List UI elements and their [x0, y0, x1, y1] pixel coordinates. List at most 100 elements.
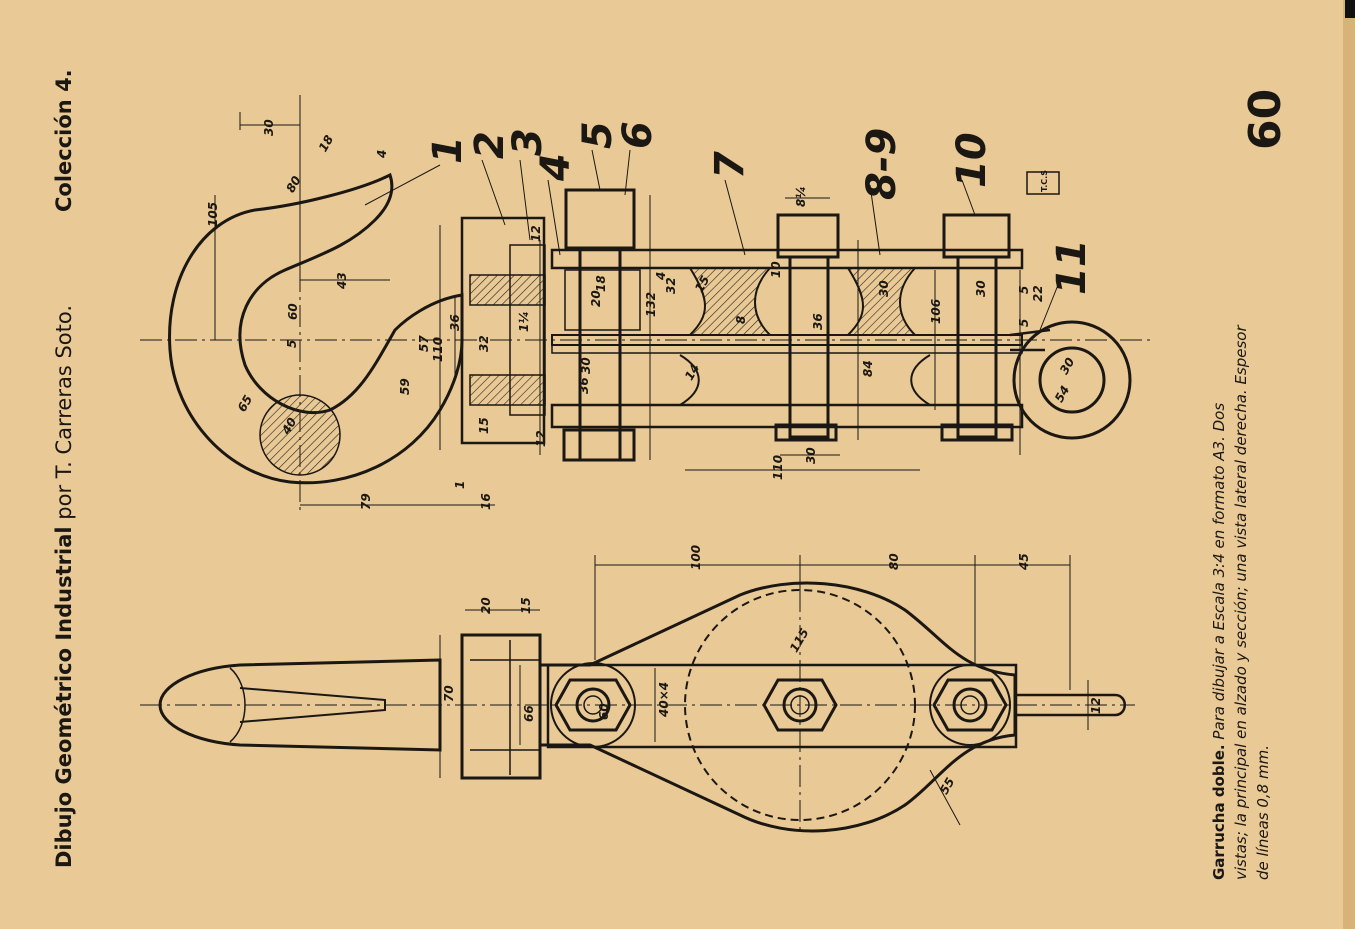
sheave-upper-right [845, 267, 918, 336]
part-number: 2 [467, 131, 513, 159]
corner-shadow [1345, 0, 1355, 18]
dimension-label: 32 [477, 335, 491, 352]
dimension-label: 80 [887, 553, 901, 570]
dimension-label: 59 [398, 378, 412, 395]
dimension-label: 110 [771, 455, 785, 480]
part-number: 4 [533, 153, 579, 182]
dimension-label: 1 [453, 481, 467, 489]
nut-middle [762, 678, 838, 732]
dimension-label: 132 [644, 292, 658, 317]
sheave-lower-left [679, 354, 700, 406]
dimension-label: 65 [235, 393, 255, 414]
page-edge [1343, 0, 1355, 929]
collection-label: Colección 4. [52, 69, 76, 212]
header-title-bold: Dibujo Geométrico Industrial [52, 526, 76, 868]
dimension-label: 15 [477, 417, 491, 434]
dimension-label: 70 [442, 685, 456, 702]
hook-section-hatch [259, 394, 341, 476]
bolt-middle [774, 213, 840, 442]
dimension-label: 18 [316, 133, 336, 154]
dimension-label: 18 [594, 275, 608, 292]
dimension-label: 30 [974, 280, 988, 297]
dimension-label: 36 [577, 377, 591, 394]
dimension-label: 32 [664, 277, 678, 294]
hook-side-profile [158, 658, 442, 752]
caption-line3: de líneas 0,8 mm. [1254, 745, 1272, 880]
nut-hatch-top [469, 274, 546, 306]
dimension-label: 45 [1017, 553, 1031, 571]
caption-line1: Para dibujar a Escala 3:4 en formato A3.… [1210, 402, 1228, 740]
header-title: Dibujo Geométrico Industrial por T. Carr… [52, 305, 76, 868]
dimension-label: 66 [522, 705, 536, 722]
dimension-label: 5 [285, 340, 299, 348]
caption: Garrucha doble. Para dibujar a Escala 3:… [1208, 325, 1274, 880]
dimension-label: 60 [286, 303, 300, 320]
eye-ring-outer [1012, 320, 1132, 440]
dimension-label: 22 [1031, 285, 1045, 302]
dimension-label: 20 [589, 290, 603, 307]
dimension-label: 30 [262, 119, 276, 136]
dimension-label: 15 [519, 597, 533, 614]
dimension-label: 30 [804, 447, 818, 464]
part-number: 3 [505, 128, 551, 156]
dimension-label: 12 [529, 225, 543, 242]
part-number: 7 [707, 151, 753, 179]
dimension-label: 80 [283, 174, 303, 195]
page-number: 60 [1240, 88, 1291, 150]
dimension-label: 5 [1017, 319, 1031, 327]
dimension-label: 36 [448, 314, 462, 331]
dimension-label: 12 [1089, 697, 1103, 714]
dimension-label: 79 [359, 493, 373, 510]
dimension-label: 4 [654, 272, 668, 281]
dimension-label: 36 [811, 313, 825, 330]
dimension-label: 4 [375, 150, 389, 159]
publisher-stamp: T.C.S [1026, 170, 1060, 195]
eye-side-profile [1015, 693, 1126, 717]
dimension-label: 100 [689, 545, 703, 570]
dimension-label: 16 [479, 493, 493, 510]
dimension-label: 105 [206, 202, 220, 227]
eye-ring-inner [1038, 346, 1106, 414]
svg-text:T.C.S: T.C.S [1040, 170, 1049, 192]
link-plate [546, 663, 1018, 749]
sheave-outline [684, 589, 916, 821]
dimension-label: 5 [1017, 286, 1031, 294]
side-plate-mid-b [551, 344, 1023, 354]
sheave-upper-left [687, 267, 773, 336]
dimension-label: 8¼ [794, 186, 808, 207]
caption-title: Garrucha doble. [1210, 744, 1228, 880]
header-author: por T. Carreras Soto. [52, 304, 76, 520]
part-number: 5 [575, 121, 621, 149]
nut-left [550, 662, 636, 748]
dimension-label: 40×4 [657, 682, 671, 718]
side-plate-bottom [550, 403, 1024, 429]
dimension-label: 43 [335, 272, 349, 290]
bolt-left [562, 188, 641, 462]
dimension-label: 30 [579, 357, 593, 374]
nut-right [929, 664, 1011, 746]
dimension-label: 30 [1057, 355, 1077, 376]
dimension-label: 30 [877, 280, 891, 297]
side-plate-top [550, 248, 1024, 270]
bolt-right [940, 213, 1014, 442]
dimension-label: 10 [769, 261, 783, 278]
section-view [140, 95, 1150, 510]
part-number: 6 [615, 121, 661, 149]
nut-hatch-bottom [469, 374, 546, 406]
dimension-label: 20 [479, 597, 493, 614]
dimension-label: 84 [861, 360, 875, 377]
side-view [140, 555, 1135, 835]
dimension-label: 57 [417, 335, 431, 352]
dimension-label: 60 [597, 703, 611, 720]
dimension-label: 1¼ [517, 311, 531, 332]
part-number: 11 [1049, 239, 1095, 295]
part-number: 10 [949, 132, 995, 188]
dimension-label: 12 [534, 430, 548, 447]
dimension-label: 115 [787, 626, 812, 655]
dimension-label: 106 [929, 299, 943, 324]
dimension-labels-top: 30 80 18 4 105 43 60 5 65 40 59 110 57 3… [206, 119, 1077, 510]
sheave-lower-right [910, 354, 931, 406]
caption-line2: vistas; la principal en alzado y sección… [1232, 325, 1250, 880]
